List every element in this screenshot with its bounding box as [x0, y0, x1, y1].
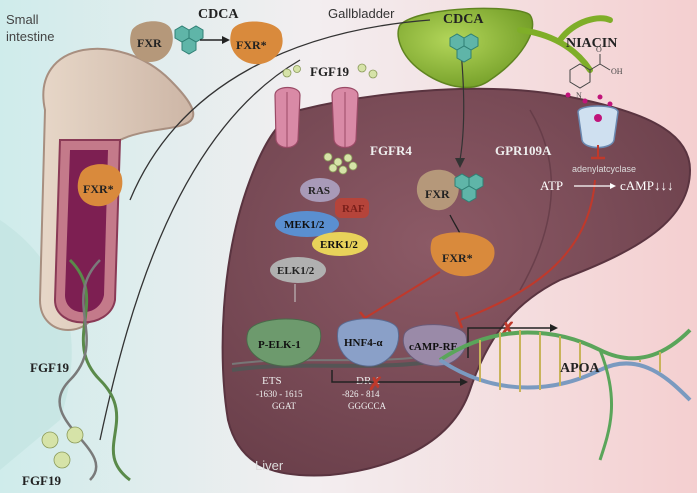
label-fgf19-top: FGF19: [310, 64, 349, 79]
label-fxr-top: FXR: [137, 36, 162, 50]
fgf19-top-dots: [282, 63, 378, 79]
fxr-star-liver-shape: [430, 232, 495, 277]
label-gallbladder: Gallbladder: [328, 6, 395, 21]
apoa-dna-strand-2: [438, 358, 692, 402]
label-camp: cAMP↓↓↓: [620, 178, 673, 193]
label-elk: ELK1/2: [277, 265, 315, 277]
fxr-star-top-shape: [230, 21, 283, 65]
erk-shape: [312, 232, 368, 256]
transcription-arrow-upper: [467, 327, 550, 358]
fgf19-cluster: [323, 152, 358, 175]
transport-curve-upper: [129, 19, 431, 201]
hnf4-shape: [337, 318, 400, 367]
fgfr4-receptor-right: [331, 86, 359, 149]
label-fgfr4: FGFR4: [370, 143, 412, 158]
gpr109a-receptor: [577, 105, 619, 160]
apoa-dna-tail: [598, 349, 613, 461]
label-dr1: DR-1: [356, 375, 380, 387]
apoa-dna-strand-1: [438, 328, 692, 362]
label-pelk: P-ELK-1: [258, 339, 301, 351]
blocked-x-lower: ✗: [368, 374, 383, 394]
label-fxr-liver: FXR: [425, 187, 450, 201]
ras-shape: [300, 178, 340, 202]
transport-curve-lower: [99, 59, 301, 441]
label-ets-pos: -1630 - 1615: [256, 389, 303, 399]
gallbladder-arrowhead: [455, 158, 465, 168]
label-niacin: NIACIN: [566, 36, 617, 51]
label-fgf19-mid: FGF19: [30, 360, 69, 375]
fxr-liver-shape: [416, 169, 459, 211]
fxr-inhibit-line: [364, 271, 441, 319]
camp-inhibit-bar: [454, 311, 464, 329]
dna-intestine-strand-1: [68, 258, 131, 482]
niacin-structure: [569, 54, 611, 89]
label-atp: ATP: [540, 178, 563, 193]
label-small-intestine-2: intestine: [6, 29, 54, 44]
label-liver: Liver: [255, 458, 284, 473]
cdca-gallbladder-hexagons: [449, 33, 479, 63]
label-dr1-seq: GGGCCA: [348, 401, 387, 411]
label-adenylatcyclase: adenylatcyclase: [572, 164, 636, 174]
label-fxr-star-liver: FXR*: [442, 251, 473, 265]
label-ets: ETS: [262, 375, 282, 387]
transcription-arrowhead-upper: [550, 324, 558, 332]
fgfr4-receptor-left: [274, 86, 301, 149]
atp-arrowhead: [610, 183, 616, 189]
liver-lobe-line: [519, 109, 553, 291]
label-fxr-intestine: FXR*: [83, 182, 114, 196]
label-niacin-oh: OH: [611, 67, 623, 76]
fxr-top-shape: [130, 21, 173, 62]
pelk-shape: [246, 318, 322, 367]
transcription-arrowhead-lower: [460, 378, 468, 386]
label-small-intestine-1: Small: [6, 12, 39, 27]
elk-shape: [270, 257, 326, 283]
dna-intestine-strand-2: [58, 259, 101, 481]
transcription-arrow-lower: [331, 370, 460, 383]
fxr-star-intestine-shape: [77, 164, 123, 207]
cdca-liver-hexagons: [454, 173, 484, 203]
bile-duct: [517, 15, 613, 73]
label-gpr109a: GPR109A: [495, 143, 552, 158]
label-hnf4: HNF4-α: [344, 337, 383, 349]
raf-shape: [335, 198, 369, 218]
fgf19-bottom-dots: [41, 426, 84, 469]
arrowhead-fxr-top: [222, 36, 230, 44]
promoter-dna: [231, 358, 441, 372]
cdca-top-hexagons: [174, 25, 204, 55]
label-niacin-n: N: [576, 91, 582, 100]
label-ras: RAS: [308, 185, 330, 197]
label-camp-re: cAMP-RE: [409, 341, 458, 353]
label-apoa: APOA: [560, 361, 601, 376]
label-erk: ERK1/2: [320, 239, 358, 251]
label-raf: RAF: [342, 203, 365, 215]
camp-inhibit-line: [459, 179, 596, 321]
label-cdca-gallbladder: CDCA: [443, 12, 484, 27]
label-niacin-o: O: [596, 45, 602, 54]
label-ets-seq: GGAT: [272, 401, 297, 411]
label-mek: MEK1/2: [284, 219, 325, 231]
label-fgf19-bottom: FGF19: [22, 473, 61, 488]
niacin-dots: [565, 92, 613, 107]
mek-shape: [275, 211, 339, 237]
label-fxr-star-top: FXR*: [236, 38, 267, 52]
apoa-dna-rungs: [479, 330, 661, 392]
label-dr1-pos: -826 - 814: [342, 389, 380, 399]
label-cdca-top: CDCA: [198, 7, 239, 22]
